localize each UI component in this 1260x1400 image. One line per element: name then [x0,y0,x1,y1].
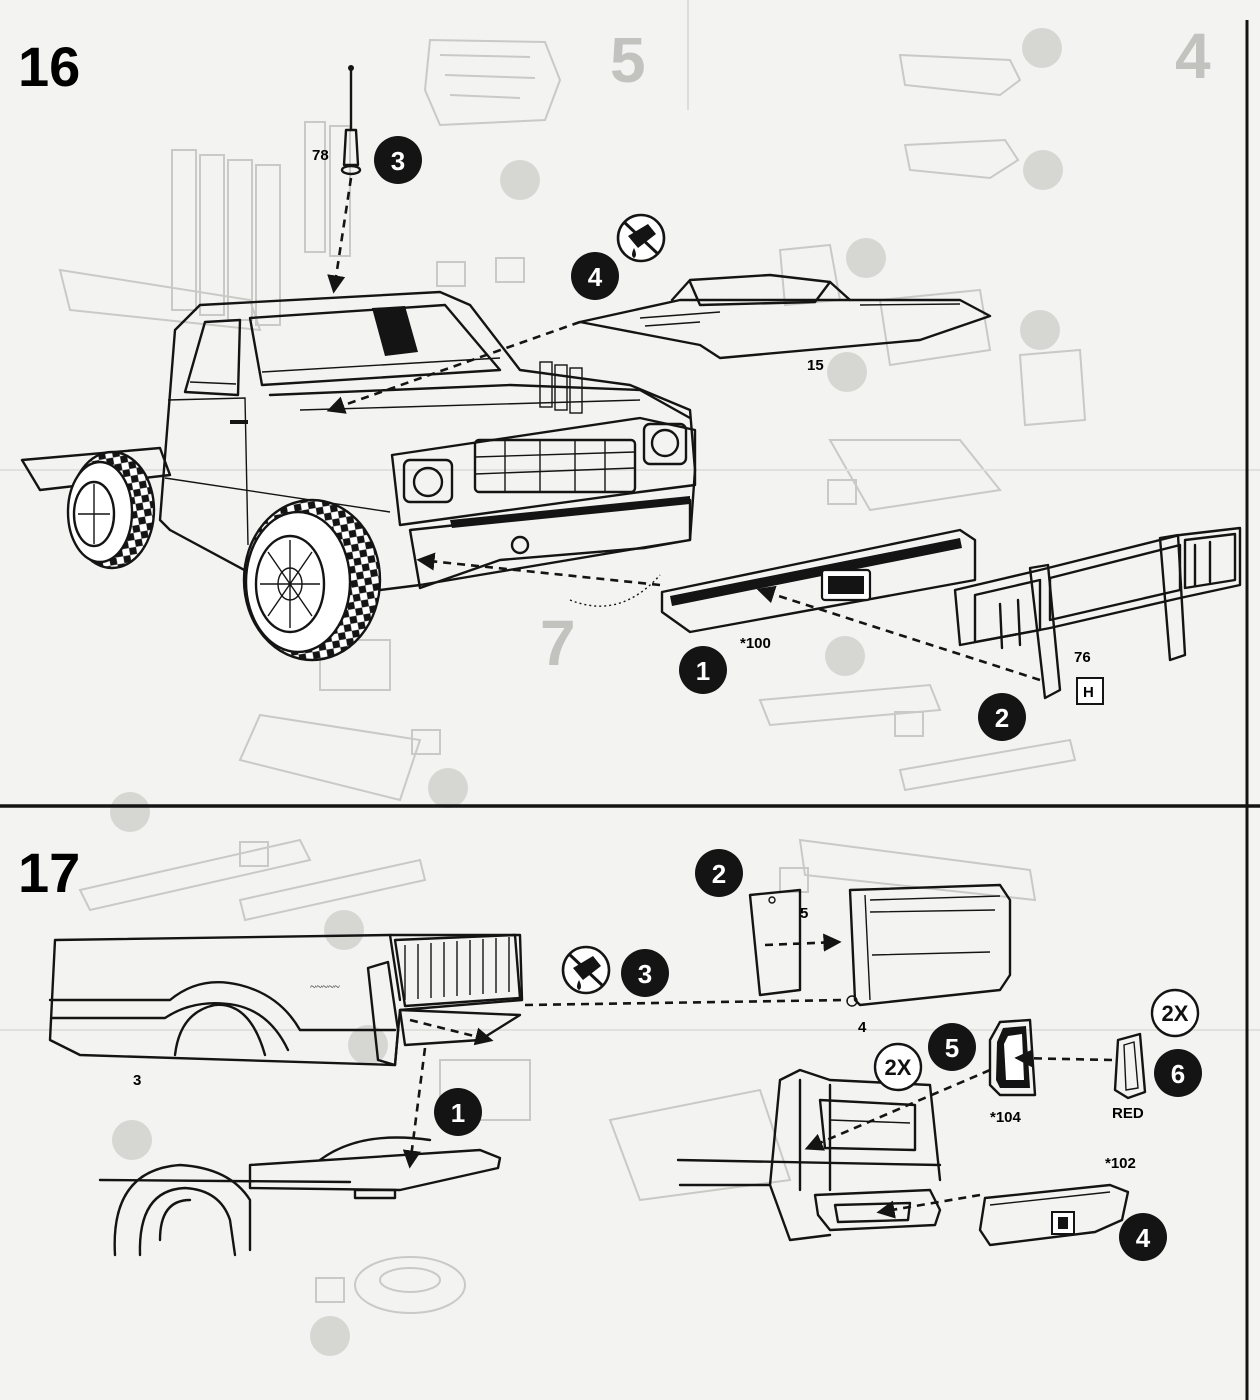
arrow-icon [327,177,353,294]
part-number-rear-bumper: *102 [1105,1155,1136,1172]
arrow-icon [756,585,1041,682]
part-number-bumper: *100 [740,635,771,652]
step-number: 16 [18,35,80,98]
ghost-step-number: 4 [1175,20,1211,92]
arrow-icon [524,998,849,1007]
chassis-frame [98,1136,502,1257]
quantity-badge: 2X [873,1042,923,1092]
ghost-step-number: 5 [610,24,646,96]
arrow-icon [876,1193,981,1219]
tailgate-part [846,883,1012,1007]
step-badge-icon: 2 [978,693,1026,741]
step-badge-icon: 1 [679,646,727,694]
svg-text:1: 1 [451,1098,465,1128]
arrow-icon [764,933,842,952]
antenna-part [340,65,362,176]
rear-corner-view [676,1068,942,1242]
no-glue-icon [616,213,666,263]
step-badge-icon: 3 [621,949,669,997]
tail-light-lens-part [988,1018,1037,1097]
part-number-antenna: 78 [312,147,329,164]
svg-text:2: 2 [712,859,726,889]
part-number-grille-guard: 76 [1074,649,1091,666]
svg-text:3: 3 [638,959,652,989]
ghost-step-number: 7 [540,607,576,679]
quantity-badge: 2X [1150,988,1200,1038]
step-badge-icon: 4 [571,252,619,300]
step-badge-icon: 2 [695,849,743,897]
ghost-print: 5 4 7 [0,0,1260,1356]
rear-bumper-part [978,1183,1130,1247]
part-number-tailgate: 4 [858,1019,867,1036]
parts-tree-letter: H [1083,684,1094,701]
grille-guard-part [953,526,1242,700]
front-wheel [242,498,382,662]
arrow-icon [326,320,581,414]
parts-tree-box [1076,677,1104,705]
svg-text:2X: 2X [1162,1001,1189,1026]
svg-text:6: 6 [1171,1059,1185,1089]
svg-text:1: 1 [696,656,710,686]
step-17: 17 ~~~~~ 3 [18,841,1202,1261]
arrow-icon [402,1047,427,1169]
step-number: 17 [18,841,80,904]
part-number-tailgate-inner: 5 [800,905,808,922]
part-number-bed: 3 [133,1072,141,1089]
step-badge-icon: 3 [374,136,422,184]
svg-text:5: 5 [945,1033,959,1063]
arrow-icon [804,1068,991,1151]
step-badge-icon: 6 [1154,1049,1202,1097]
rear-wheel [66,450,156,570]
step-badge-icon: 4 [1119,1213,1167,1261]
pickup-bed-part: ~~~~~ [48,933,524,1067]
arrow-icon [416,552,661,587]
part-number-tail-light: *104 [990,1109,1022,1126]
no-glue-icon [561,945,611,995]
step-16: 16 78 [18,35,1242,741]
svg-text:4: 4 [1136,1223,1151,1253]
arrow-icon [1014,1049,1113,1068]
paint-note: RED [1112,1105,1144,1122]
svg-text:3: 3 [391,146,405,176]
front-bumper-part [660,528,977,634]
part-number-hood: 15 [807,357,824,374]
svg-text:2: 2 [995,703,1009,733]
svg-text:4: 4 [588,262,603,292]
svg-text:2X: 2X [885,1055,912,1080]
red-lens-part [1113,1032,1147,1100]
step-badge-icon: 1 [434,1088,482,1136]
svg-text:~~~~~: ~~~~~ [310,981,340,993]
step-badge-icon: 5 [928,1023,976,1071]
hood-part [578,273,992,360]
tailgate-inner-part [748,888,802,997]
